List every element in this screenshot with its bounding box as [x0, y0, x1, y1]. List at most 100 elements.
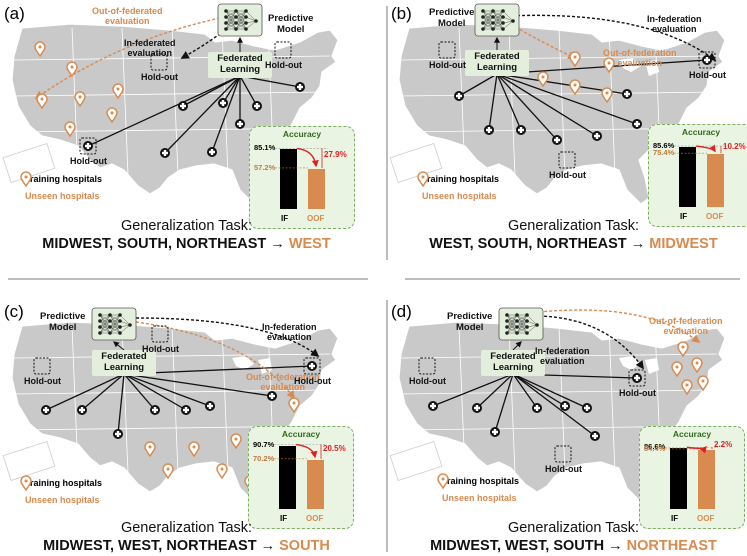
out-of-federation-arrow — [34, 17, 221, 99]
holdout-box — [698, 51, 716, 69]
task-sources: MIDWEST, SOUTH, NORTHEAST — [42, 236, 267, 252]
accuracy-title: Accuracy — [681, 127, 721, 137]
training-hospital-icon — [160, 148, 170, 158]
federation-links — [432, 373, 638, 437]
generalization-task: Generalization Task:WEST, SOUTH, NORTHEA… — [387, 218, 747, 254]
x-label-oof: OOF — [307, 214, 325, 223]
panel-letter: (c) — [4, 302, 24, 321]
federated-learning-box: Federated Learning — [92, 350, 156, 376]
alaska-inset — [389, 441, 443, 481]
unseen-hospital-icon — [20, 475, 32, 492]
bar-if — [679, 147, 696, 207]
value-label-if: 86.6% — [644, 442, 666, 452]
out-of-federation-label: Out-of-federation evaluation — [603, 48, 677, 69]
training-hospital-icon — [582, 403, 592, 413]
holdout-box — [33, 357, 51, 375]
pin — [20, 475, 32, 492]
training-hospital-icon — [532, 403, 542, 413]
legend-training: Training hospitals — [437, 474, 519, 488]
legend-unseen: Unseen hospitals — [417, 171, 499, 203]
task-description: WEST, SOUTH, NORTHEAST → MIDWEST — [387, 235, 747, 254]
legend-unseen-label: Unseen hospitals — [25, 495, 100, 505]
predictive-model-label: Predictive Model — [429, 7, 475, 29]
x-label-if: IF — [671, 514, 679, 523]
legend-training-label: Training hospitals — [442, 476, 520, 486]
panel-letter: (b) — [391, 4, 412, 23]
training-hospital-icon — [235, 119, 245, 129]
predictive-model-label: Predictive Model — [40, 311, 86, 333]
training-hospital-icon — [178, 101, 188, 111]
unseen-hospital-icon — [144, 441, 156, 458]
legend-unseen-label: Unseen hospitals — [25, 191, 100, 201]
unseen-hospital-icon — [681, 379, 693, 396]
training-hospital-icon — [552, 135, 562, 145]
panel-letter: (d) — [391, 302, 412, 321]
unseen-hospital-icon — [569, 79, 581, 96]
accuracy-drop-label: 20.5% — [323, 443, 346, 453]
unseen-hospital-icon — [64, 121, 76, 138]
drop-arrow — [274, 443, 327, 460]
task-description: MIDWEST, WEST, NORTHEAST → SOUTH — [0, 537, 373, 556]
federated-learning-box: Federated Learning — [465, 50, 529, 76]
holdout-box — [150, 53, 168, 71]
panel-letter: (a) — [4, 4, 25, 23]
legend-unseen: Unseen hospitals — [437, 473, 519, 505]
great-lakes — [232, 356, 272, 374]
model-update-arrow — [512, 341, 522, 351]
training-hospital-icon — [150, 405, 160, 415]
out-of-federation-arrow — [538, 309, 701, 344]
training-hospital-icon — [77, 405, 87, 415]
training-hospital-icon — [267, 391, 277, 401]
unseen-hospital-icon — [691, 357, 703, 374]
holdout-label: Hold-out — [429, 60, 466, 70]
task-target: WEST — [288, 236, 331, 252]
training-hospital-icon — [218, 98, 228, 108]
task-description: MIDWEST, SOUTH, NORTHEAST → WEST — [0, 235, 373, 254]
unseen-hospital-icon — [601, 87, 613, 104]
unseen-hospital-icon — [671, 361, 683, 378]
unseen-hospital-icon — [417, 171, 429, 188]
task-target: SOUTH — [279, 538, 330, 554]
out-of-federation-label: Out-of-federation evaluation — [246, 372, 320, 393]
accuracy-drop-label: 10.2% — [723, 141, 746, 151]
pin — [437, 473, 449, 490]
unseen-hospital-icon — [162, 463, 174, 480]
bar-oof — [698, 449, 715, 509]
training-hospital-icon — [632, 373, 642, 383]
training-hospital-icon — [592, 131, 602, 141]
neural-network-icon — [498, 307, 544, 341]
legend-training-label: Training hospitals — [25, 174, 103, 184]
holdout-label: Hold-out — [294, 376, 331, 386]
out-of-federation-label: Out-of-federation evaluation — [649, 316, 723, 337]
training-hospital-icon — [622, 89, 632, 99]
training-hospital-icon — [632, 119, 642, 129]
in-federation-label: In-federation evaluation — [262, 322, 317, 343]
legend-training-label: Training hospitals — [422, 174, 500, 184]
federated-learning-box: Federated Learning — [481, 350, 545, 376]
in-federation-arrow — [506, 14, 717, 61]
unseen-hospital-icon — [537, 71, 549, 88]
generalization-task: Generalization Task:MIDWEST, WEST, SOUTH… — [387, 520, 747, 556]
training-hospital-icon — [490, 427, 500, 437]
right-arrow-icon: → — [260, 538, 276, 554]
training-hospital-icon — [484, 125, 494, 135]
legend-training: Training hospitals — [20, 172, 102, 186]
value-label-oof: 57.2% — [254, 162, 276, 172]
x-label-if: IF — [280, 514, 288, 523]
value-label-if: 85.1% — [254, 143, 276, 153]
holdout-label: Hold-out — [70, 156, 107, 166]
out-of-federation-label: Out-of-federated evaluation — [92, 6, 163, 27]
federation-links — [87, 75, 301, 154]
x-label-oof: OOF — [697, 514, 715, 523]
training-hospital-icon — [207, 147, 217, 157]
holdout-box — [303, 357, 321, 375]
task-sources: MIDWEST, WEST, NORTHEAST — [43, 538, 257, 554]
accuracy-drop-label: 27.9% — [324, 150, 347, 160]
training-hospital-icon — [181, 405, 191, 415]
